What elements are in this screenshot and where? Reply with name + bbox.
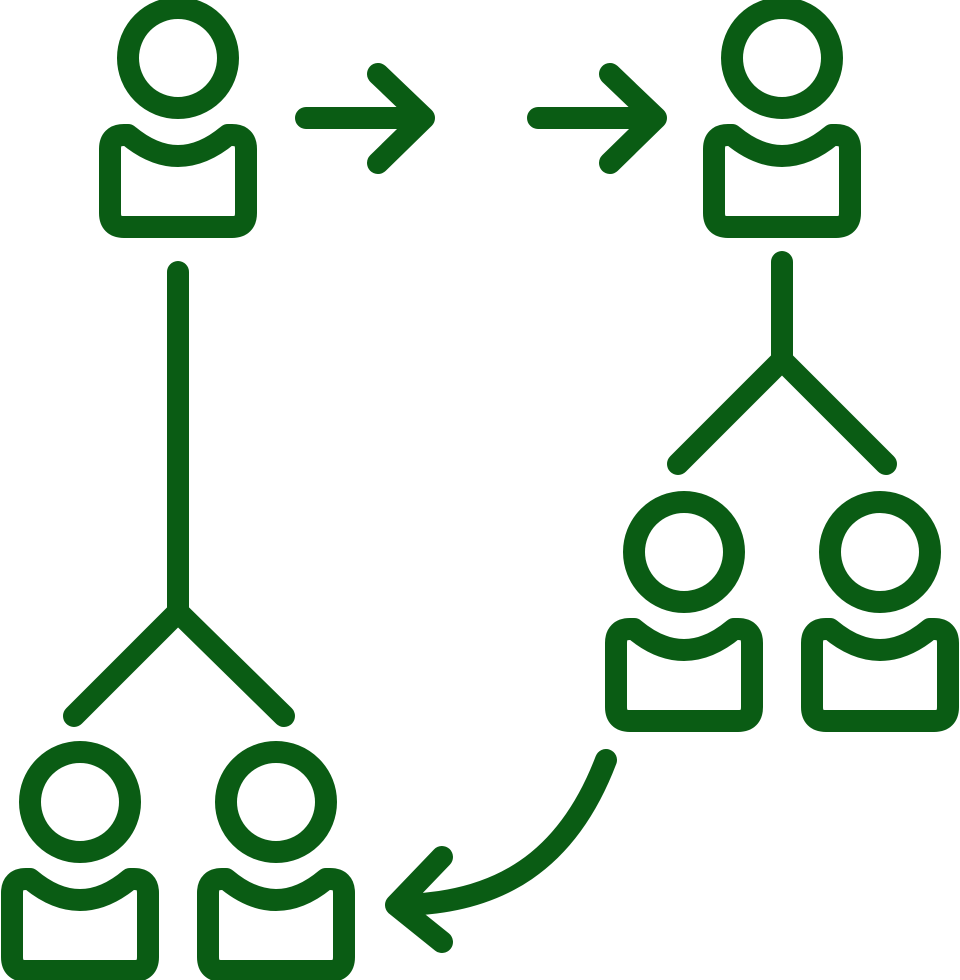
person-head: [623, 491, 745, 613]
person-head: [721, 0, 843, 119]
person-body: [605, 618, 763, 732]
person-body: [703, 124, 861, 238]
right-arrow-1-icon: [295, 63, 435, 174]
person-head: [215, 741, 337, 863]
person-body: [801, 618, 959, 732]
connector-lines: [63, 251, 897, 727]
person-head: [19, 741, 141, 863]
bottom-group-person-2-icon: [197, 741, 355, 980]
person-head: [819, 491, 941, 613]
person-head: [117, 0, 239, 119]
person-body: [1, 868, 159, 980]
person-body: [197, 868, 355, 980]
right-arrow-2-icon: [527, 63, 667, 174]
top-right-person-icon: [703, 0, 861, 238]
person-body: [99, 124, 257, 238]
curved-arrow-icon: [385, 749, 617, 953]
top-left-person-icon: [99, 0, 257, 238]
left-branch-connector: [63, 261, 295, 727]
bottom-group-person-1-icon: [1, 741, 159, 980]
right-group-person-2-icon: [801, 491, 959, 732]
right-group-person-1-icon: [605, 491, 763, 732]
right-branch-connector: [667, 251, 897, 475]
